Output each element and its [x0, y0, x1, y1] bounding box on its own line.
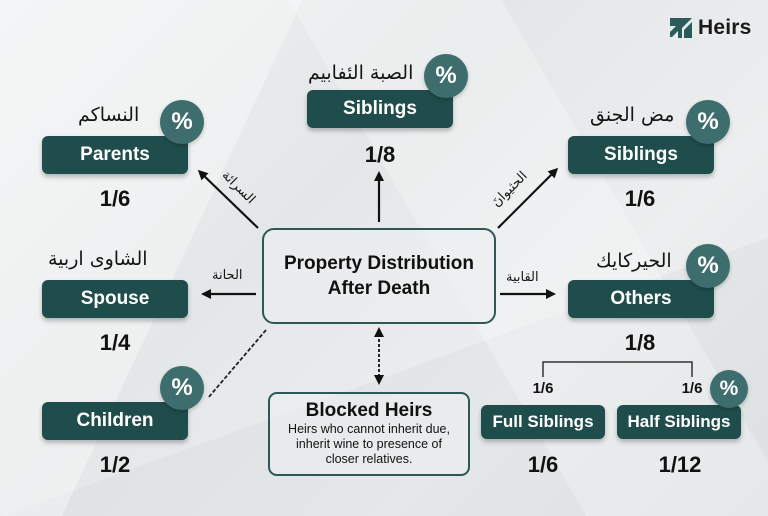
- heirs-logo-icon: [670, 18, 692, 38]
- siblings-right-arrow-label: الحثيوانَ: [489, 168, 531, 211]
- blocked-heirs-desc-3: closer relatives.: [325, 452, 413, 466]
- full-siblings-top-share: 1/6: [532, 380, 554, 397]
- percent-badge-icon: %: [160, 366, 204, 410]
- siblings-right-arabic: مض الجنق: [590, 104, 675, 126]
- half-siblings-node[interactable]: Half Siblings: [617, 405, 741, 439]
- siblings-bracket: [542, 361, 693, 377]
- spouse-arabic: الشاوى اربية: [48, 248, 148, 270]
- parents-arrow-label: السرائة: [218, 167, 258, 208]
- blocked-heirs-desc-2: inherit wine to presence of: [296, 437, 442, 451]
- others-node[interactable]: Others: [568, 280, 714, 318]
- siblings-right-share: 1/6: [624, 186, 656, 211]
- brand-logo: Heirs: [670, 16, 752, 40]
- center-title-line1: Property Distribution: [283, 253, 474, 274]
- siblings-top-share: 1/8: [364, 142, 396, 167]
- others-arrow-label: القابية: [506, 270, 539, 285]
- others-arabic: الحيركايك: [596, 250, 672, 272]
- half-siblings-share: 1/12: [658, 452, 702, 477]
- percent-badge-icon: %: [160, 100, 204, 144]
- spouse-share: 1/4: [99, 330, 131, 355]
- parents-node[interactable]: Parents: [42, 136, 188, 174]
- children-node[interactable]: Children: [42, 402, 188, 440]
- others-share: 1/8: [624, 330, 656, 355]
- percent-badge-icon: %: [686, 244, 730, 288]
- siblings-right-node[interactable]: Siblings: [568, 136, 714, 174]
- parents-arabic: النساكم: [78, 104, 140, 126]
- blocked-heirs-title: Blocked Heirs: [305, 400, 433, 421]
- siblings-top-node[interactable]: Siblings: [307, 90, 453, 128]
- percent-badge-icon: %: [424, 54, 468, 98]
- spouse-arrow-label: الحانة: [212, 268, 243, 283]
- children-share: 1/2: [99, 452, 131, 477]
- property-distribution-node[interactable]: Property Distribution After Death: [262, 228, 496, 324]
- blocked-heirs-desc-1: Heirs who cannot inherit due,: [288, 422, 450, 436]
- blocked-heirs-node[interactable]: Blocked Heirs Heirs who cannot inherit d…: [268, 392, 470, 476]
- percent-badge-icon: %: [686, 100, 730, 144]
- parents-share: 1/6: [99, 186, 131, 211]
- dashed-children: [207, 329, 267, 399]
- center-title-line2: After Death: [327, 278, 431, 299]
- full-siblings-node[interactable]: Full Siblings: [481, 405, 605, 439]
- brand-name: Heirs: [698, 16, 752, 39]
- percent-badge-icon: %: [710, 370, 748, 408]
- siblings-top-arabic: الصبة الئفابيم: [308, 62, 414, 84]
- spouse-node[interactable]: Spouse: [42, 280, 188, 318]
- full-siblings-share: 1/6: [527, 452, 559, 477]
- half-siblings-top-share: 1/6: [681, 380, 703, 397]
